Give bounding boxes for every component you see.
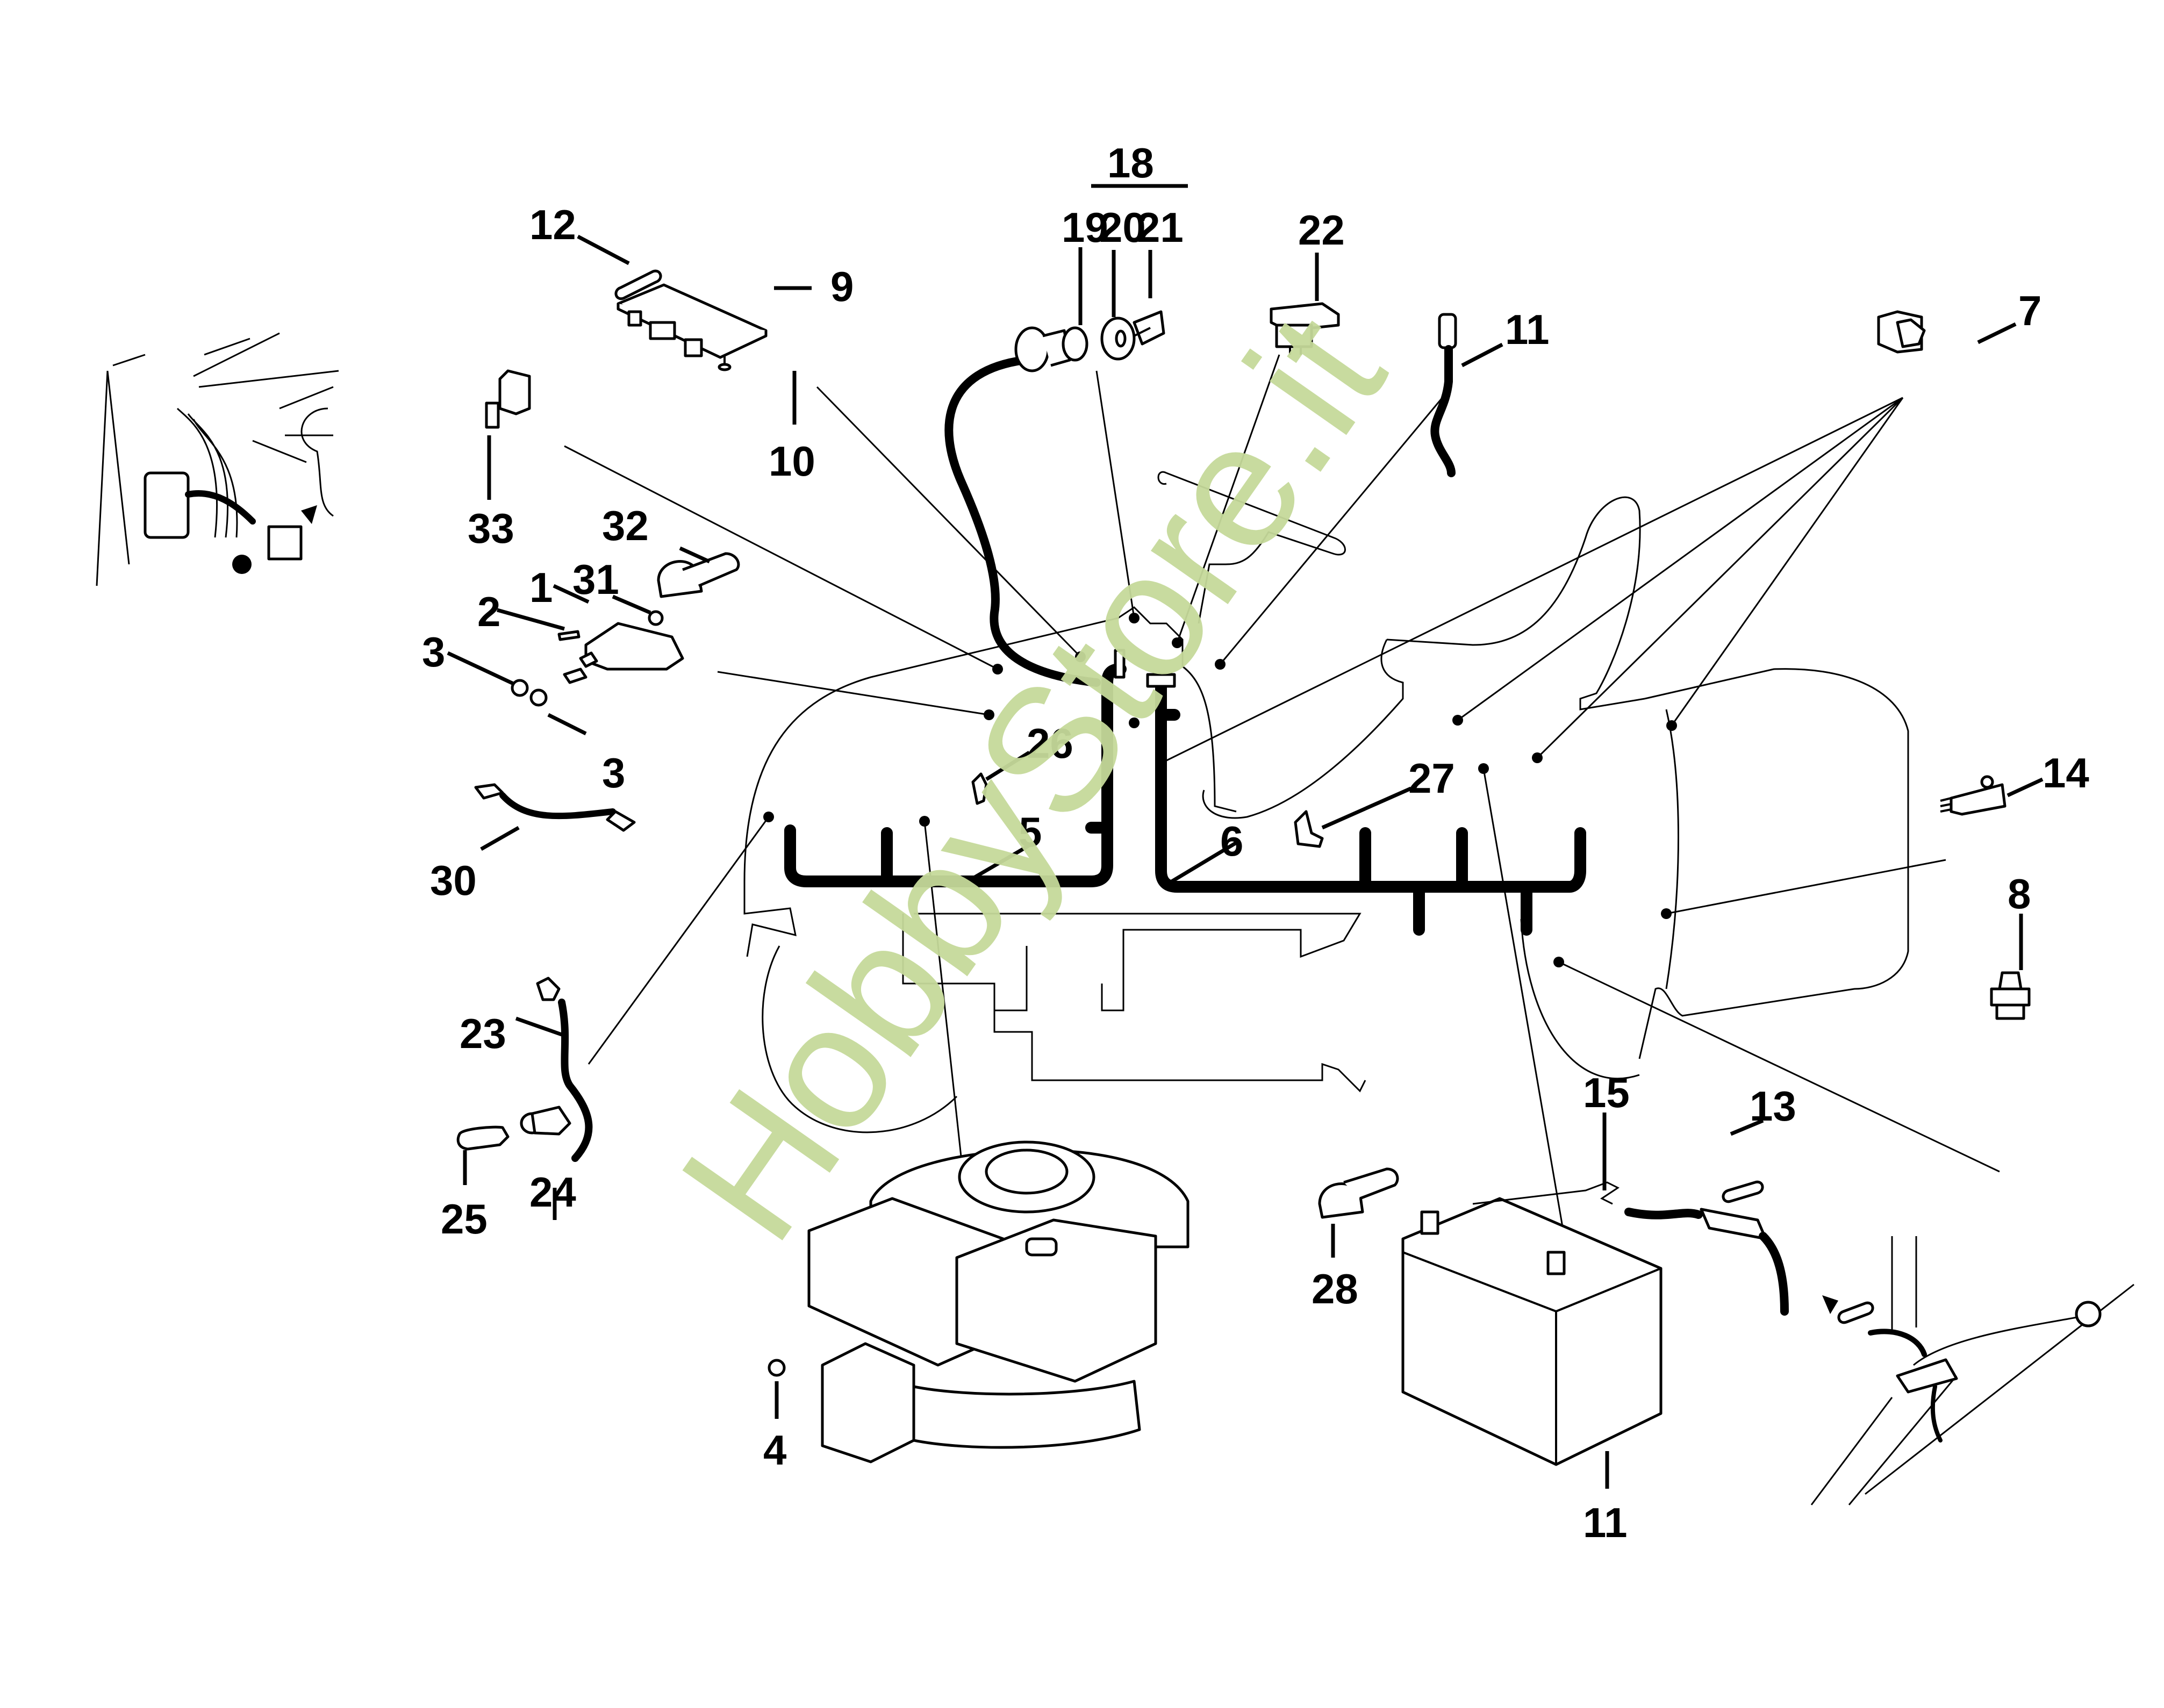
nut-3a-part: [511, 679, 529, 697]
callout-15: 14: [2043, 749, 2089, 796]
engine-part: [807, 1140, 1190, 1463]
lamp-assembly-part: [456, 977, 593, 1162]
ignition-switch-part: [1014, 310, 1165, 372]
cable-clip-26-part: [971, 772, 988, 805]
sensor-cable-part: [1430, 313, 1457, 477]
front-wiring-harness: [784, 649, 1127, 887]
nut-3b-part: [529, 688, 548, 707]
callout-23: 23: [460, 1010, 506, 1057]
electronic-board-part: [617, 283, 768, 359]
microswitch-part: [1940, 775, 2007, 816]
callout-labels: 12 9 10 18 19 20 21 22 11 7 33 32 31 1 2…: [422, 139, 2089, 1546]
callout-26: 26: [1027, 720, 1073, 767]
safety-switch-part: [1877, 310, 1926, 354]
leader-lines: [564, 354, 2000, 1237]
terminal-cover-28-part: [1318, 1167, 1399, 1219]
callout-21: 21: [1137, 204, 1184, 251]
callout-11: 11: [1505, 306, 1549, 353]
battery-part: [1401, 1197, 1663, 1466]
fuse-13b-part: [1722, 1180, 1764, 1203]
cable-clip-27-part: [1294, 810, 1324, 848]
callout-9: 9: [830, 263, 854, 310]
fuse-replacement-inset: [96, 332, 339, 586]
callout-3a: 3: [422, 628, 445, 676]
callout-33: 33: [468, 505, 514, 552]
tractor-body-outline: [743, 471, 1909, 1133]
terminal-cover-part: [657, 552, 740, 598]
callout-12-label: 11: [1583, 1499, 1627, 1546]
callout-31: 31: [572, 556, 619, 603]
nut-31-part: [648, 610, 664, 626]
nut-4-part: [768, 1359, 786, 1377]
fuse-part: [614, 269, 662, 300]
callout-22: 22: [1298, 206, 1345, 254]
callout-8-label: 8: [2008, 870, 2031, 917]
screw-part: [718, 355, 732, 371]
callout-32: 32: [602, 502, 649, 549]
callout-28: 28: [1312, 1265, 1358, 1312]
callout-10: 10: [769, 437, 815, 485]
callout-leaders: [447, 184, 2044, 1489]
callout-13b: 13: [1750, 1082, 1796, 1130]
callout-24: 24: [529, 1168, 576, 1216]
ignition-switch-cable: [944, 356, 1101, 687]
callout-13a: 12: [529, 201, 576, 248]
fuse-holder-inset: [1810, 1236, 2134, 1505]
battery-cable-part: [1472, 1181, 1789, 1316]
callout-14-text: 15: [1583, 1069, 1630, 1116]
relay-fuse-part: [485, 369, 531, 429]
callout-19: 19: [1062, 204, 1108, 251]
callout-7: 7: [2018, 287, 2041, 334]
bolt-part: [557, 630, 581, 641]
callout-20: 20: [1099, 204, 1146, 251]
jumper-cable-part: [474, 783, 636, 832]
rear-wiring-harness: [1146, 673, 1586, 936]
callout-27: 27: [1408, 755, 1455, 802]
callout-1: 1: [529, 564, 553, 611]
callout-30: 30: [430, 857, 477, 904]
callout-2: 2: [477, 588, 500, 635]
callout-25: 25: [441, 1195, 488, 1243]
rocker-switch-part: [1270, 302, 1340, 355]
solenoid-part: [563, 622, 684, 684]
oil-switch-part: [1990, 971, 2031, 1020]
callout-4: 4: [763, 1426, 786, 1474]
callout-18: 18: [1107, 139, 1154, 186]
callout-3b: 3: [602, 749, 625, 796]
callout-6: 6: [1220, 817, 1243, 865]
callout-5: 5: [1019, 808, 1042, 856]
